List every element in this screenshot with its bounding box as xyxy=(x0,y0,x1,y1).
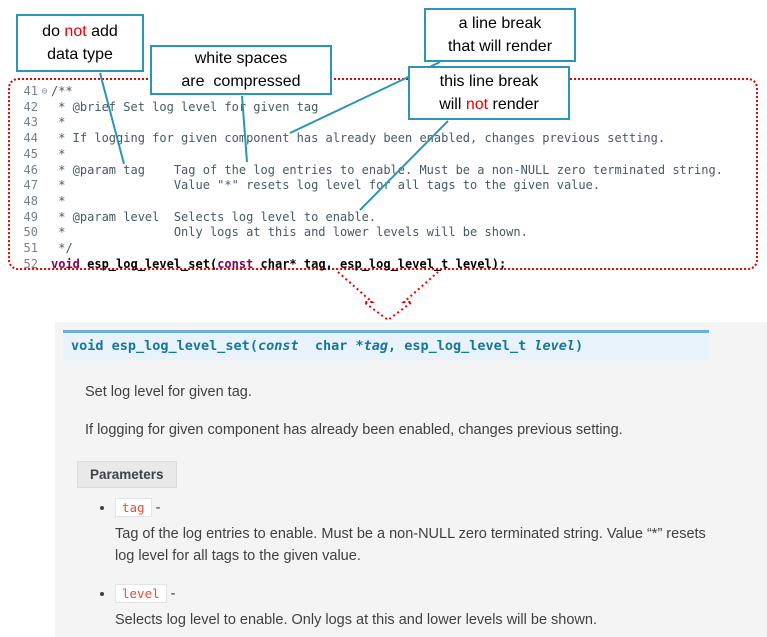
doc-detail: If logging for given component has alrea… xyxy=(85,422,623,439)
callout-text-part: will xyxy=(439,96,466,113)
callout-text-highlight: not xyxy=(465,96,489,113)
editor-line: 47 * Value "*" resets log level for all … xyxy=(14,178,756,194)
code-text: void esp_log_level_set(const char* tag, … xyxy=(51,257,506,273)
keyword: const xyxy=(217,256,254,271)
sig-paren: ) xyxy=(574,338,584,354)
editor-line: 43 * xyxy=(14,115,756,131)
line-number: 52 xyxy=(23,256,38,271)
callout-text-part: render xyxy=(488,96,539,113)
parameter-list: tag - Tag of the log entries to enable. … xyxy=(55,497,767,631)
code-text: /** xyxy=(51,84,73,98)
dotted-down-arrow xyxy=(337,271,439,322)
callout-text: will not render xyxy=(439,93,539,116)
fold-icon xyxy=(38,100,51,116)
editor-line: 52 void esp_log_level_set(const char* tag… xyxy=(14,257,756,273)
parameter-item: tag - Tag of the log entries to enable. … xyxy=(115,497,767,568)
code-text: * Only logs at this and lower levels wil… xyxy=(51,225,528,240)
line-number: 42 xyxy=(23,99,38,114)
parameter-name-chip: level xyxy=(115,583,167,603)
callout-line-break-renders: a line break that will render xyxy=(424,8,576,62)
code-text: * xyxy=(51,146,66,161)
editor-line: 46 * @param tag Tag of the log entries t… xyxy=(14,163,756,179)
parameter-description: Tag of the log entries to enable. Must b… xyxy=(115,525,706,565)
code-text: * xyxy=(51,193,66,208)
fold-icon xyxy=(38,147,51,163)
line-number: 46 xyxy=(23,162,38,177)
function-args: char* tag, esp_log_level_t level); xyxy=(253,256,507,271)
parameter-name-chip: tag xyxy=(115,497,152,517)
line-number: 43 xyxy=(23,115,38,130)
fold-icon xyxy=(38,225,51,241)
function-name: esp_log_level_set( xyxy=(79,256,218,271)
sig-paren: ( xyxy=(249,338,258,354)
callout-text: are compressed xyxy=(181,73,301,90)
sig-type: esp_log_level_t xyxy=(404,338,535,354)
line-number: 49 xyxy=(23,209,38,224)
code-text: * If logging for given component has alr… xyxy=(51,131,666,146)
fold-icon xyxy=(38,241,51,257)
callout-text: data type xyxy=(47,46,113,63)
callout-text-part: do xyxy=(42,22,65,40)
sig-function-name: esp_log_level_set xyxy=(111,338,250,354)
line-number: 41 xyxy=(23,84,38,98)
doc-brief: Set log level for given tag. xyxy=(85,384,252,400)
callout-text-highlight: not xyxy=(64,22,87,40)
line-number: 51 xyxy=(23,241,38,256)
sig-sep: , xyxy=(388,338,405,354)
editor-line: 49 * @param level Selects log level to e… xyxy=(14,210,756,226)
keyword: void xyxy=(51,256,80,271)
callout-whitespace-compressed: white spaces are compressed xyxy=(150,45,332,95)
code-text: * @brief Set log level for given tag xyxy=(51,99,319,114)
sig-keyword: const xyxy=(257,338,299,354)
sig-type: char * xyxy=(298,338,364,354)
callout-text: this line break xyxy=(439,72,539,90)
fold-icon xyxy=(38,210,51,226)
code-text: * @param level Selects log level to enab… xyxy=(51,209,377,224)
sig-arg: level xyxy=(534,338,575,354)
parameter-item: level - Selects log level to enable. Onl… xyxy=(115,583,767,631)
line-number: 50 xyxy=(23,225,38,240)
parameter-description: Selects log level to enable. Only logs a… xyxy=(115,611,597,628)
fold-icon xyxy=(38,194,51,210)
function-signature: void esp_log_level_set(const char *tag, … xyxy=(63,330,709,360)
parameters-label: Parameters xyxy=(77,460,177,488)
editor-line: 41⊖/** xyxy=(14,84,756,100)
fold-icon xyxy=(38,257,51,273)
callout-text: white spaces xyxy=(194,49,288,67)
callout-line-break-not-render: this line break will not render xyxy=(408,66,570,120)
code-editor-snippet: 41⊖/** 42 * @brief Set log level for giv… xyxy=(8,78,758,273)
line-number: 47 xyxy=(23,178,38,193)
line-number: 45 xyxy=(23,146,38,161)
parameter-dash: - xyxy=(166,585,176,602)
rendered-docs-panel: void esp_log_level_set(const char *tag, … xyxy=(55,322,767,637)
code-text: * Value "*" resets log level for all tag… xyxy=(51,178,601,193)
fold-icon: ⊖ xyxy=(41,86,48,97)
callout-text-part: add xyxy=(86,22,118,40)
fold-icon xyxy=(38,131,51,147)
editor-line: 48 * xyxy=(14,194,756,210)
line-number: 48 xyxy=(23,193,38,208)
editor-line: 50 * Only logs at this and lower levels … xyxy=(14,225,756,241)
line-number: 44 xyxy=(23,131,38,146)
editor-line: 42 * @brief Set log level for given tag xyxy=(14,100,756,116)
fold-icon xyxy=(38,178,51,194)
code-text: */ xyxy=(51,241,73,256)
parameter-dash: - xyxy=(151,499,161,516)
editor-line: 51 */ xyxy=(14,241,756,257)
fold-icon xyxy=(38,115,51,131)
callout-text: that will render xyxy=(447,38,553,55)
code-text: * @param tag Tag of the log entries to e… xyxy=(51,162,723,177)
editor-line: 45 * xyxy=(14,147,756,163)
editor-line: 44 * If logging for given component has … xyxy=(14,131,756,147)
code-text: * xyxy=(51,115,66,130)
callout-no-data-type: do not add data type xyxy=(16,14,144,72)
callout-text: a line break xyxy=(458,14,542,32)
sig-keyword: void xyxy=(71,338,112,354)
callout-text: do not add xyxy=(42,20,118,43)
fold-icon xyxy=(38,163,51,179)
sig-arg: tag xyxy=(363,338,389,354)
